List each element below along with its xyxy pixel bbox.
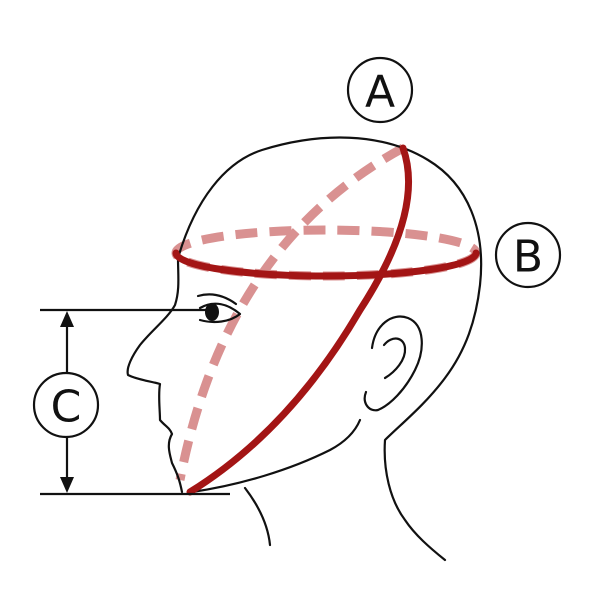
badge-a: A [346, 56, 414, 124]
crown-loop-front-solid [186, 144, 412, 496]
forehead-face-outline [126, 256, 184, 494]
jaw-outline [190, 418, 362, 494]
head-outline [176, 136, 483, 562]
badge-b-label: B [513, 232, 543, 283]
badge-c: C [32, 371, 100, 439]
ear-outline [363, 315, 423, 412]
badge-c-label: C [51, 382, 82, 433]
circumference-loop-front-solid [172, 249, 480, 280]
neck-front-outline [243, 486, 272, 547]
eyebrow-outline [196, 293, 238, 306]
ear-inner-outline [382, 337, 407, 380]
badge-b: B [494, 221, 562, 289]
arrow-up-icon [60, 311, 74, 327]
crown-loop-back-dashed [175, 144, 406, 481]
eye-pupil-icon [205, 303, 219, 321]
arrow-down-icon [60, 477, 74, 493]
badge-a-label: A [365, 67, 395, 118]
